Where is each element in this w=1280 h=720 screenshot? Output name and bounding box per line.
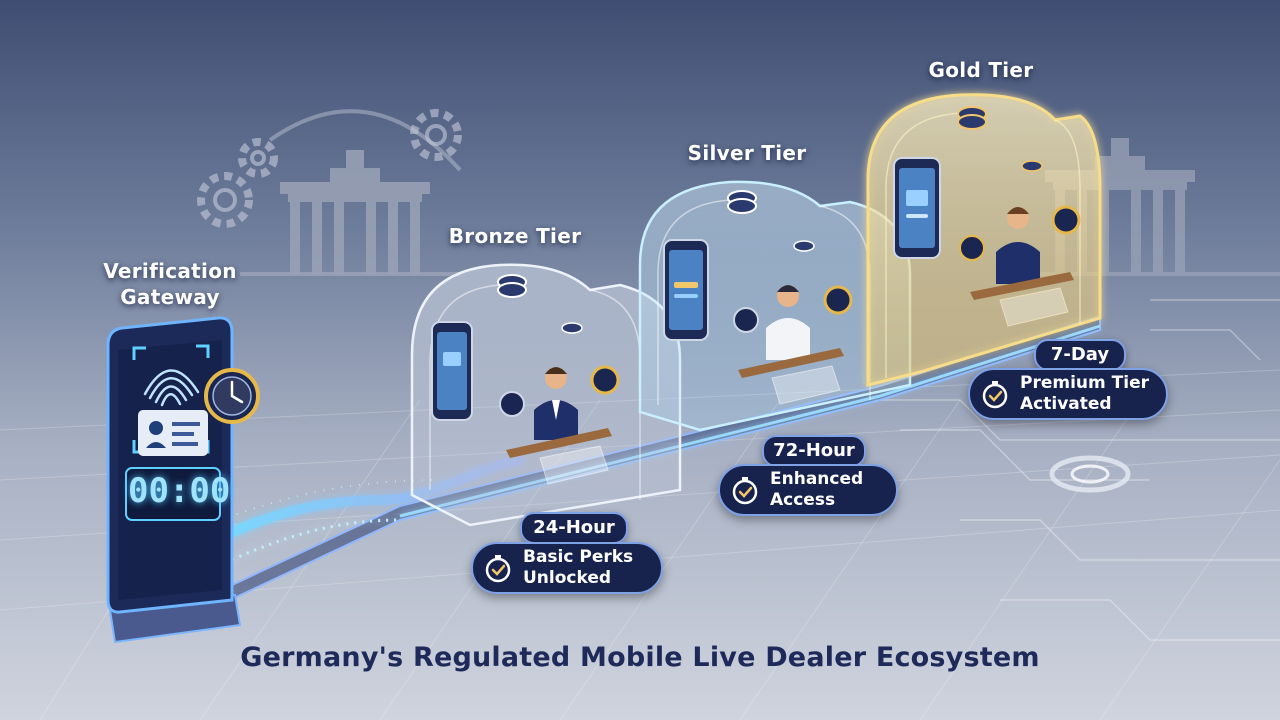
bronze-benefit-text: Basic Perks Unlocked [523,547,634,588]
fingerprint-icon [143,369,200,407]
smartphone-icon [663,239,709,341]
smartphone-icon [893,157,941,259]
silver-benefit-text: Enhanced Access [770,469,864,510]
id-card-icon [138,410,208,456]
stopwatch-check-icon [730,475,760,505]
verification-gateway-panel [106,316,234,614]
target-ring [1049,455,1131,493]
silver-duration-badge: 72-Hour [762,435,866,467]
circuit-traces [870,299,1280,641]
poker-chip-icon [957,106,1081,261]
gold-duration-badge: 7-Day [1034,339,1126,371]
silver-benefit-badge: Enhanced Access [718,464,898,516]
dealer-icon [534,367,578,440]
brandenburg-gate-icon [240,150,460,276]
silver-tier-label: Silver Tier [687,141,807,165]
stopwatch-check-icon [483,553,513,583]
poker-chip-icon [497,274,620,417]
gateway-label: Verification Gateway [103,259,237,309]
footer-title: Germany's Regulated Mobile Live Dealer E… [240,642,1040,673]
poker-chip-icon [727,190,853,333]
dealer-icon [996,207,1040,284]
silver-tier-dome [638,180,912,432]
gold-tier-dome [866,93,1102,387]
smartphone-icon [431,321,473,421]
gold-tier-label: Gold Tier [928,58,1034,82]
bronze-tier-label: Bronze Tier [448,224,582,248]
gold-benefit-badge: Premium Tier Activated [968,368,1168,420]
timer-display [125,467,221,521]
gold-benefit-text: Premium Tier Activated [1020,373,1149,414]
bronze-duration-badge: 24-Hour [520,512,628,544]
dealer-icon [766,285,810,360]
gateway-timer: 00:00 [128,471,231,511]
stopwatch-check-icon [980,379,1010,409]
bronze-benefit-badge: Basic Perks Unlocked [471,542,663,594]
clock-icon [204,368,260,424]
gear-icon [197,109,462,228]
